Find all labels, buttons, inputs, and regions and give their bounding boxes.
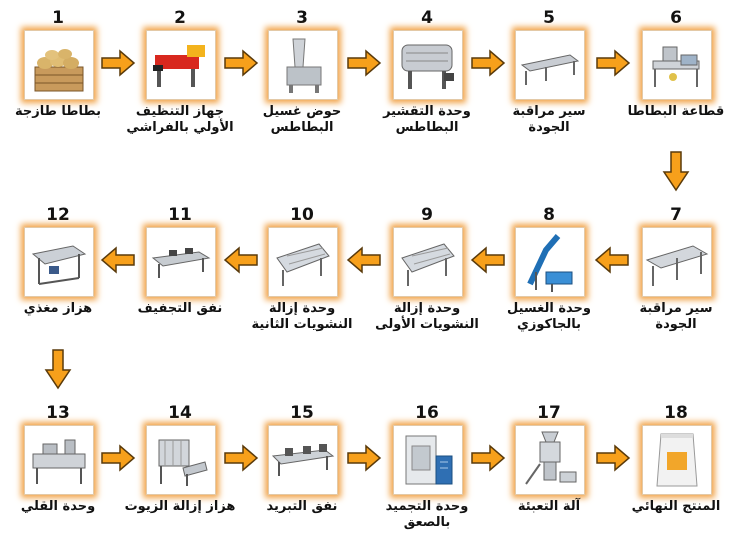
step-number: 14	[168, 403, 192, 423]
step-7: 7 سير مراقبة الجودة	[626, 205, 726, 340]
arrow-left-icon	[100, 246, 136, 274]
step-18: 18 المنتج النهائي	[626, 403, 726, 538]
arrow-right-icon	[470, 444, 506, 472]
brush-cleaner-icon	[146, 30, 216, 100]
step-4: 4 وحدة التقشير البطاطس	[377, 8, 477, 143]
step-number: 3	[296, 8, 308, 28]
step-14: 14 هزاز إزالة الزيوت	[125, 403, 236, 538]
arrow-right-icon	[595, 49, 631, 77]
arrow-down-icon	[662, 150, 690, 192]
fryer-icon	[24, 425, 94, 495]
peeler-icon	[393, 30, 463, 100]
packaging-machine-icon	[515, 425, 585, 495]
step-17: 17 آلة التعبئة	[499, 403, 599, 538]
step-5: 5 سير مراقبة الجودة	[499, 8, 599, 143]
step-number: 6	[670, 8, 682, 28]
step-label: وحدة الغسيل بالجاكوزي	[507, 301, 591, 332]
blast-freezer-icon	[393, 425, 463, 495]
step-label: هزاز إزالة الزيوت	[124, 499, 236, 514]
washing-tank-icon	[268, 30, 338, 100]
step-number: 13	[46, 403, 70, 423]
step-number: 11	[168, 205, 192, 225]
step-3: 3 حوض غسيل البطاطس	[252, 8, 352, 143]
jacuzzi-washer-icon	[515, 227, 585, 297]
arrow-left-icon	[346, 246, 382, 274]
step-10: 10 وحدة إزالة النشويات الثانية	[252, 205, 353, 340]
step-15: 15 نفق التبريد	[252, 403, 352, 538]
step-label: وحدة القلي	[20, 499, 96, 514]
step-12: 12 هزاز مغذي	[8, 205, 108, 340]
step-label: المنتج النهائي	[631, 499, 721, 514]
arrow-right-icon	[470, 49, 506, 77]
arrow-down-icon	[44, 348, 72, 390]
step-label: آلة التعبئة	[517, 499, 581, 514]
final-product-bag-icon	[642, 425, 712, 495]
step-9: 9 وحدة إزالة النشويات الأولى	[375, 205, 479, 340]
arrow-right-icon	[100, 49, 136, 77]
step-number: 8	[543, 205, 555, 225]
arrow-right-icon	[595, 444, 631, 472]
starch-removal-drum-icon	[393, 227, 463, 297]
step-number: 2	[174, 8, 186, 28]
step-number: 10	[290, 205, 314, 225]
step-11: 11 نفق التجفيف	[130, 205, 230, 340]
step-label: قطاعة البطاطا	[627, 104, 725, 119]
step-number: 12	[46, 205, 70, 225]
arrow-right-icon	[100, 444, 136, 472]
step-number: 9	[421, 205, 433, 225]
step-number: 17	[537, 403, 561, 423]
step-label: جهاز التنظيف الأولي بالفراشي	[126, 104, 234, 135]
cutter-icon	[642, 30, 712, 100]
step-label: نفق التبريد	[266, 499, 338, 514]
step-label: وحدة التقشير البطاطس	[383, 104, 471, 135]
arrow-right-icon	[346, 444, 382, 472]
step-6: 6 قطاعة البطاطا	[626, 8, 726, 143]
step-label: وحدة إزالة النشويات الثانية	[251, 301, 353, 332]
inspection-conveyor-icon	[515, 30, 585, 100]
step-2: 2 جهاز التنظيف الأولي بالفراشي	[126, 8, 233, 143]
step-label: بطاطا طازجة	[15, 104, 101, 119]
starch-removal-drum-icon	[268, 227, 338, 297]
step-13: 13 وحدة القلي	[8, 403, 108, 538]
step-number: 18	[664, 403, 688, 423]
step-label: حوض غسيل البطاطس	[262, 104, 342, 135]
step-label: سير مراقبة الجودة	[639, 301, 713, 332]
step-8: 8 وحدة الغسيل بالجاكوزي	[499, 205, 599, 340]
step-label: وحدة إزالة النشويات الأولى	[375, 301, 479, 332]
step-label: نفق التجفيف	[137, 301, 223, 316]
potato-crate-icon	[24, 30, 94, 100]
arrow-left-icon	[223, 246, 259, 274]
de-oiling-shaker-icon	[146, 425, 216, 495]
arrow-right-icon	[223, 444, 259, 472]
drying-tunnel-icon	[146, 227, 216, 297]
arrow-left-icon	[470, 246, 506, 274]
step-number: 4	[421, 8, 433, 28]
arrow-right-icon	[346, 49, 382, 77]
step-number: 15	[290, 403, 314, 423]
step-label: وحدة التجميد بالصعق	[385, 499, 469, 530]
step-label: هزاز مغذي	[23, 301, 93, 316]
inspection-conveyor-icon	[642, 227, 712, 297]
arrow-left-icon	[594, 246, 630, 274]
step-label: سير مراقبة الجودة	[512, 104, 586, 135]
step-number: 5	[543, 8, 555, 28]
cooling-tunnel-icon	[268, 425, 338, 495]
arrow-right-icon	[223, 49, 259, 77]
step-number: 7	[670, 205, 682, 225]
step-1: 1 بطاطا طازجة	[8, 8, 108, 143]
step-number: 1	[52, 8, 64, 28]
step-16: 16 وحدة التجميد بالصعق	[377, 403, 477, 538]
vibrating-feeder-icon	[24, 227, 94, 297]
step-number: 16	[415, 403, 439, 423]
